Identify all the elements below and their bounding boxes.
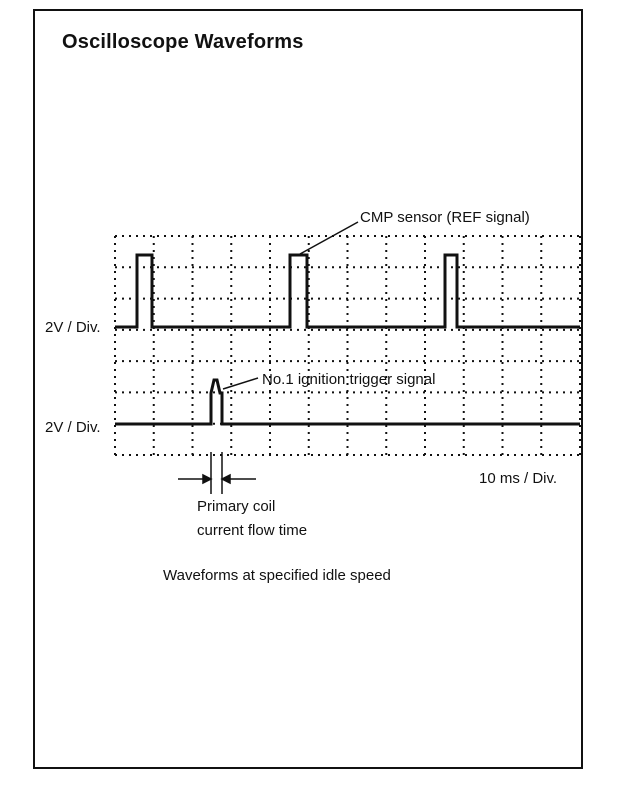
cmp-leader-line — [299, 221, 359, 255]
cmp-waveform — [115, 253, 580, 329]
scope-grid — [114, 235, 581, 456]
ignition-leader-line — [222, 377, 259, 390]
channel2-scale-label: 2V / Div. — [45, 419, 101, 436]
dwell-dimension — [178, 452, 256, 494]
figure-caption: Waveforms at specified idle speed — [163, 567, 391, 584]
figure-frame — [33, 9, 583, 769]
dwell-label-line1: Primary coil — [197, 498, 276, 515]
cmp-signal-label: CMP sensor (REF signal) — [360, 209, 530, 226]
channel1-scale-label: 2V / Div. — [45, 319, 101, 336]
figure-title: Oscilloscope Waveforms — [62, 31, 304, 53]
timebase-label: 10 ms / Div. — [479, 470, 558, 487]
dwell-label-line2: current flow time — [197, 522, 308, 539]
ignition-trigger-waveform — [115, 378, 580, 426]
ignition-signal-label: No.1 ignition trigger signal — [262, 371, 436, 388]
